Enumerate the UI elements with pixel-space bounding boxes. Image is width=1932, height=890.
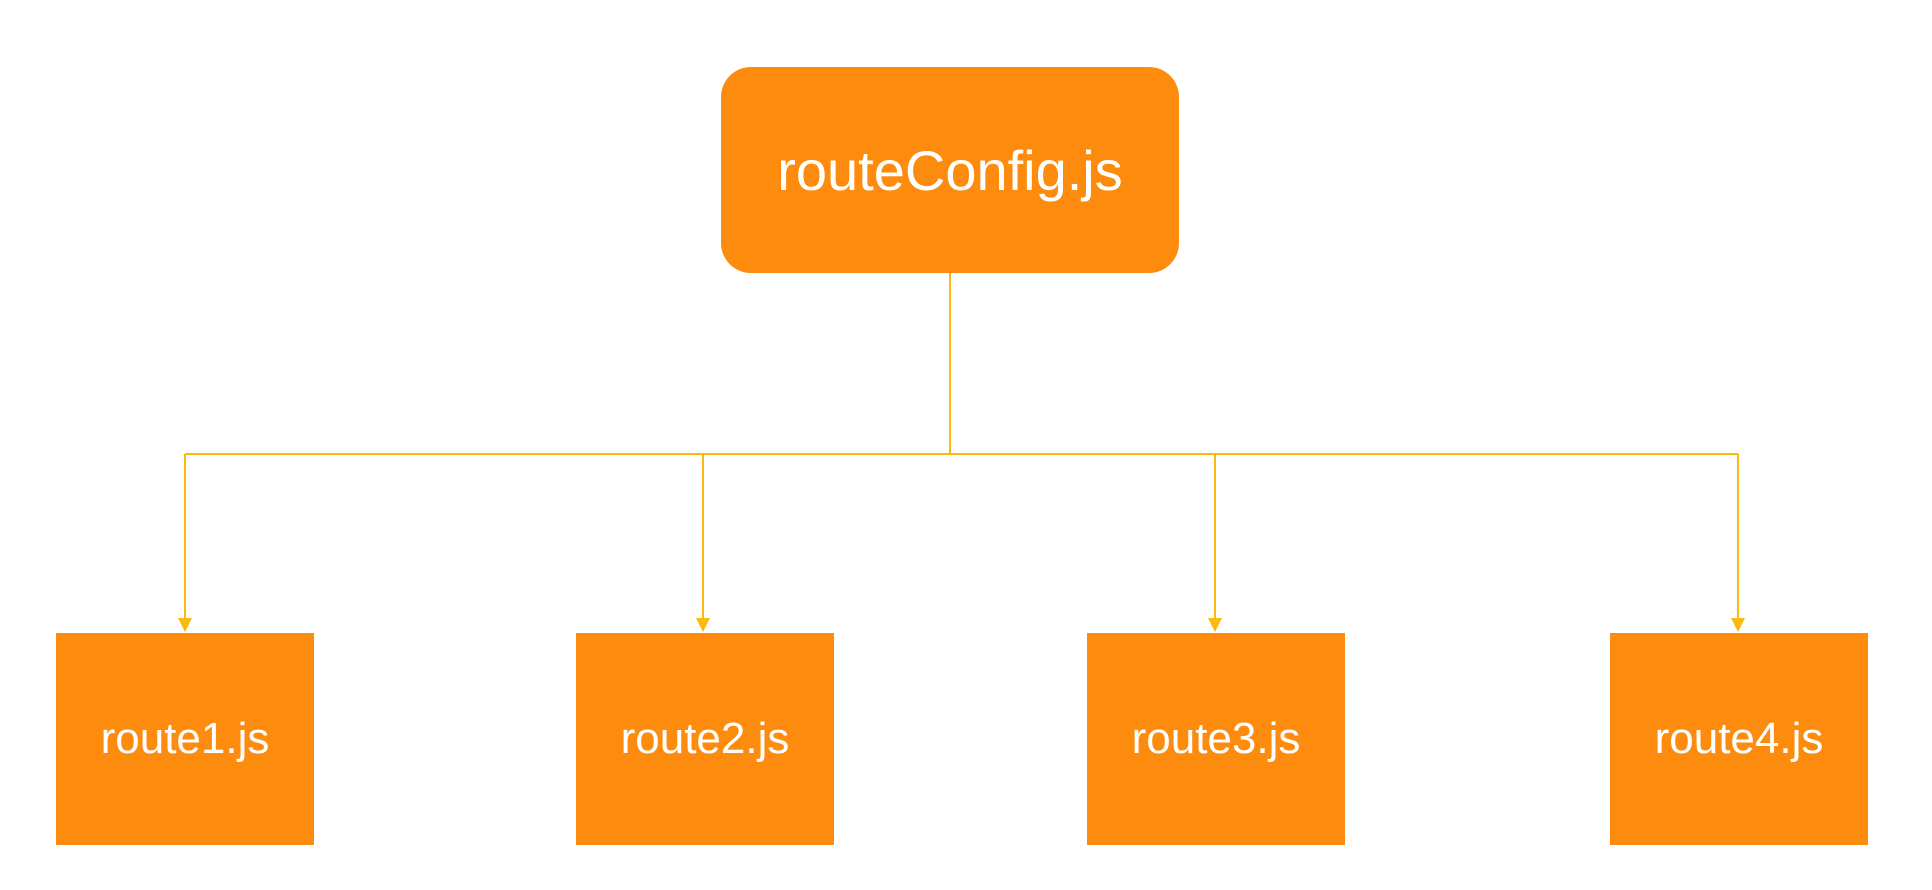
arrowhead-route4 [1731, 618, 1745, 632]
child-node-label: route1.js [100, 714, 270, 763]
arrowhead-route2 [696, 618, 710, 632]
child-node-label: route2.js [620, 714, 790, 763]
child-node-route3: route3.js [1087, 633, 1345, 845]
arrowhead-route3 [1208, 618, 1222, 632]
root-node-route-config: routeConfig.js [721, 67, 1179, 273]
child-node-route4: route4.js [1610, 633, 1868, 845]
child-node-route2: route2.js [576, 633, 834, 845]
root-node-label: routeConfig.js [777, 138, 1123, 202]
child-node-label: route3.js [1131, 714, 1301, 763]
arrowhead-route1 [178, 618, 192, 632]
child-node-label: route4.js [1654, 714, 1824, 763]
child-node-route1: route1.js [56, 633, 314, 845]
